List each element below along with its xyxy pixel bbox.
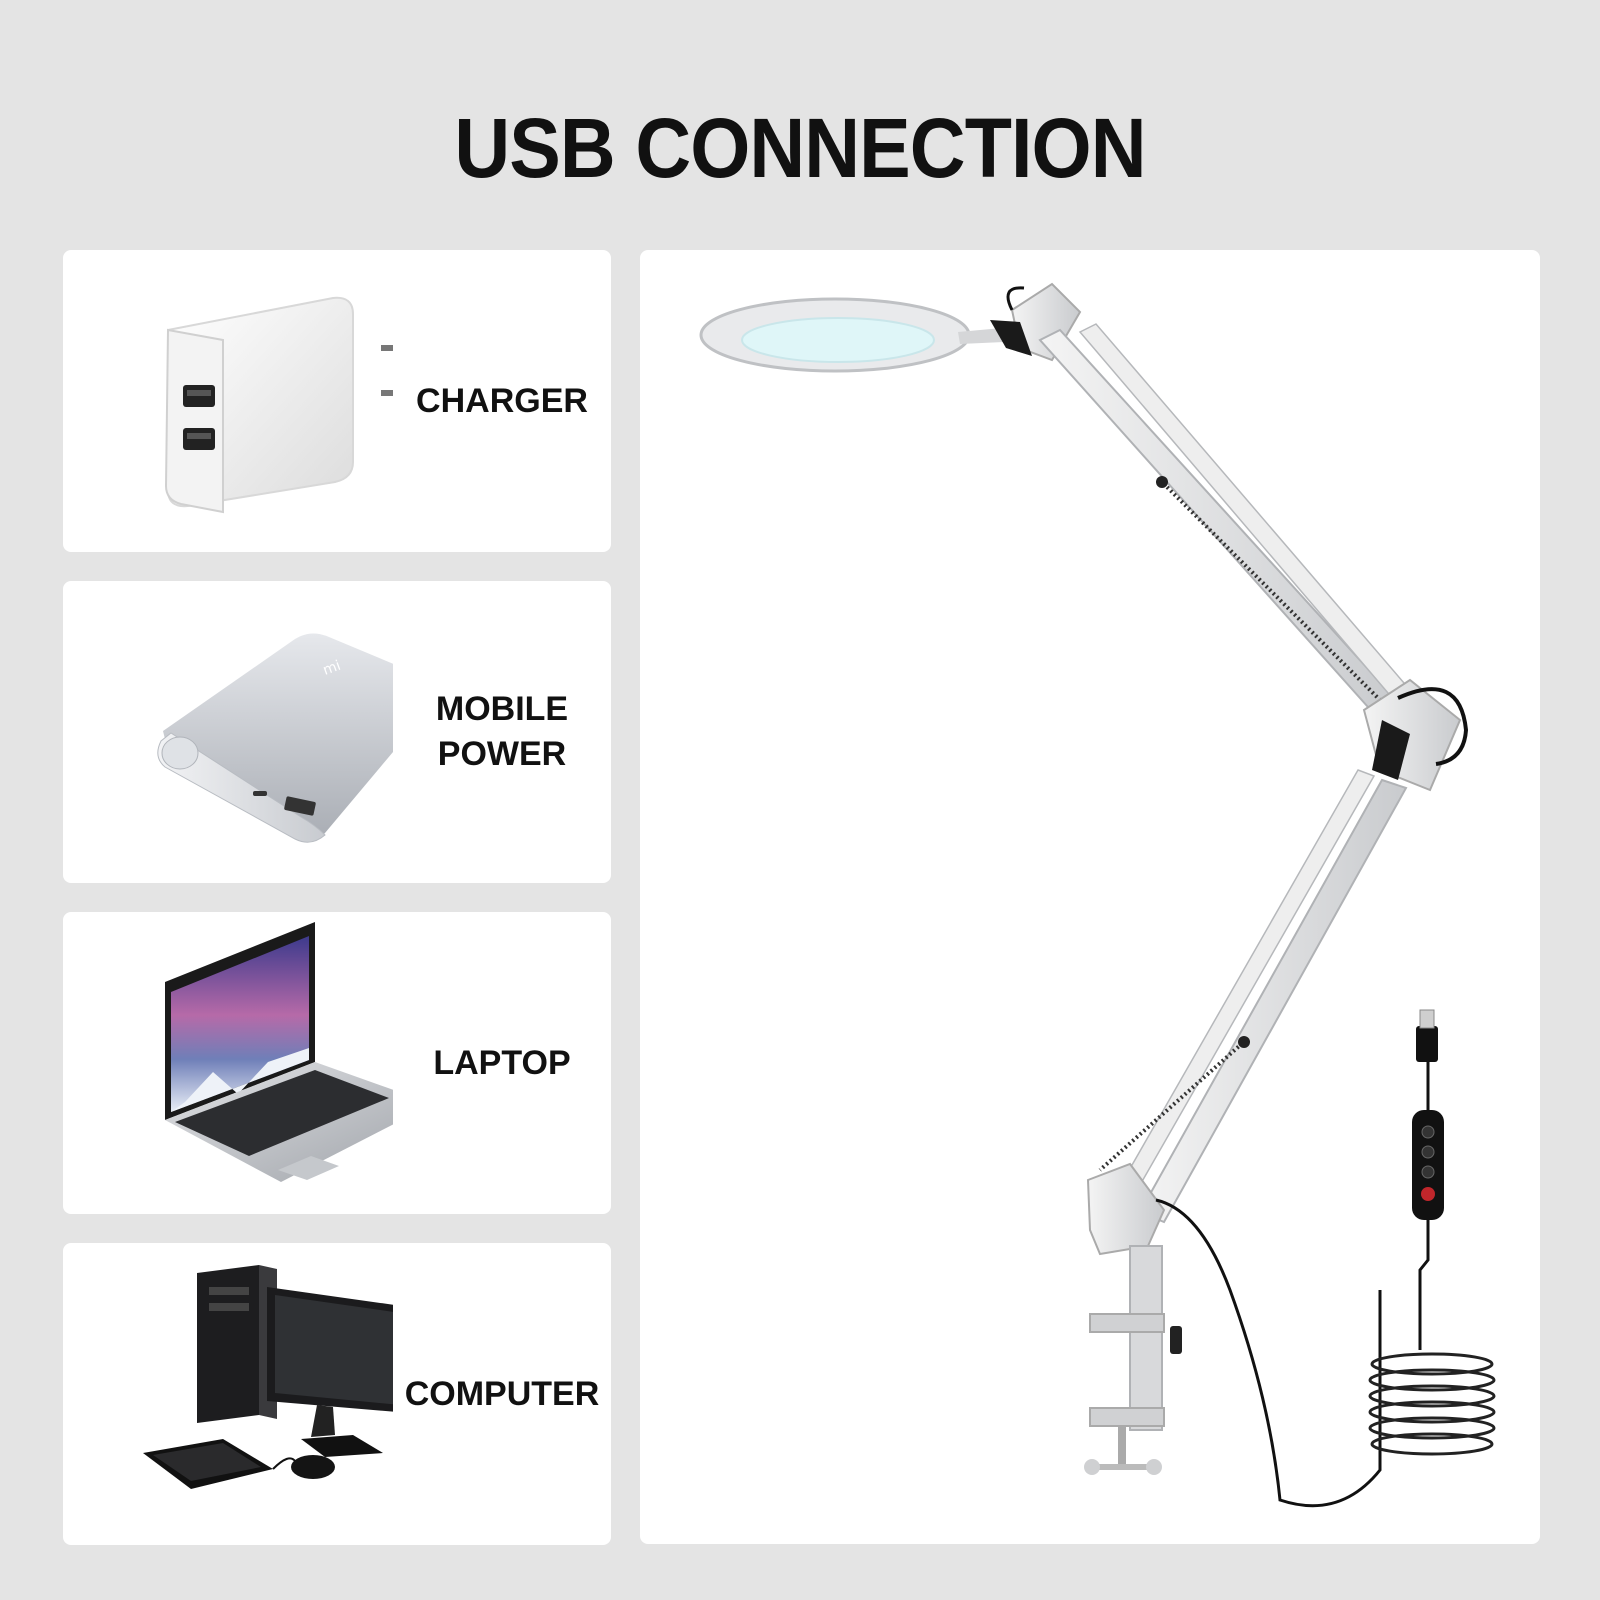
power-bank-icon: mi <box>63 581 393 883</box>
desktop-computer-icon <box>63 1243 393 1545</box>
mobile-power-label: MOBILE POWER <box>435 690 569 773</box>
laptop-icon <box>63 912 393 1214</box>
computer-card: COMPUTER <box>63 1243 611 1545</box>
laptop-card: LAPTOP <box>63 912 611 1214</box>
computer-label: COMPUTER <box>404 1374 600 1413</box>
desk-lamp-icon <box>640 250 1540 1544</box>
charger-label: CHARGER <box>416 381 588 420</box>
wall-charger-icon <box>63 250 393 552</box>
charger-card: CHARGER <box>63 250 611 552</box>
svg-text:mi: mi <box>321 658 343 679</box>
mobile-power-card: mi MOBILE POWER <box>63 581 611 883</box>
laptop-label: LAPTOP <box>433 1043 571 1082</box>
lamp-card <box>640 250 1540 1544</box>
page-title: USB CONNECTION <box>454 101 1146 195</box>
